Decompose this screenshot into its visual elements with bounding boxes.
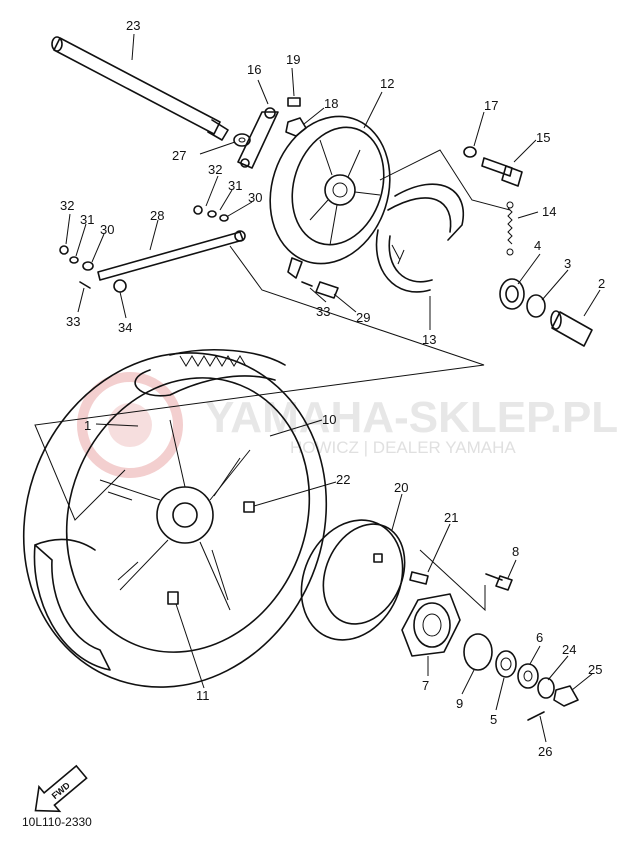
group-outline-hub (419, 549, 486, 612)
callout-5: 5 (490, 712, 497, 727)
part-washer-24 (537, 677, 555, 699)
part-axle (51, 36, 229, 141)
part-oring (463, 633, 493, 671)
group-outline-camshaft (379, 149, 511, 211)
part-nut-18 (285, 117, 307, 137)
callout-34: 34 (118, 320, 132, 335)
callout-26: 26 (538, 744, 552, 759)
callout-9: 9 (456, 696, 463, 711)
part-fastener-set-left (59, 245, 94, 289)
part-brake-shoe-plate (269, 115, 391, 279)
watermark-logo (77, 372, 183, 478)
callout-30-upper: 30 (248, 190, 262, 205)
leader-lines (65, 33, 601, 743)
part-brake-rod (97, 230, 246, 281)
part-collar-2 (550, 310, 593, 347)
part-hub-clutch (401, 593, 461, 657)
callout-11: 11 (196, 688, 210, 703)
part-camshaft-lever (237, 107, 279, 169)
diagram-code: 10L110-2330 (22, 815, 92, 829)
part-bearing-4 (499, 278, 525, 310)
part-fastener-set-upper (193, 205, 229, 222)
part-bolt-8 (485, 573, 513, 591)
callout-7: 7 (422, 678, 429, 693)
callout-32-lower: 32 (60, 198, 74, 213)
watermark-main-text: YAMAHA-SKLEP.PL (205, 393, 618, 442)
watermark: YAMAHA-SKLEP.PL HOWICZ | DEALER YAMAHA (77, 372, 618, 478)
callout-10: 10 (322, 412, 336, 427)
callout-12: 12 (380, 76, 394, 91)
callout-25: 25 (588, 662, 602, 677)
callout-23: 23 (126, 18, 140, 33)
part-cotter-pin-26 (527, 711, 545, 721)
callout-24: 24 (562, 642, 576, 657)
part-spring (506, 201, 514, 256)
part-cotter-pin-33 (301, 281, 313, 287)
callout-33-left: 33 (66, 314, 80, 329)
watermark-sub-text: HOWICZ | DEALER YAMAHA (290, 438, 516, 457)
callout-22: 22 (336, 472, 350, 487)
callout-8: 8 (512, 544, 519, 559)
callout-30-lower: 30 (100, 222, 114, 237)
part-wheel (22, 349, 328, 688)
callout-27: 27 (172, 148, 186, 163)
part-adjust-nut-29 (315, 281, 339, 299)
callout-16: 16 (247, 62, 261, 77)
forward-arrow-icon: FWD (34, 764, 88, 813)
callout-4: 4 (534, 238, 541, 253)
callout-31-upper: 31 (228, 178, 242, 193)
callout-17: 17 (484, 98, 498, 113)
callout-1: 1 (84, 418, 91, 433)
part-rod-pin-34 (113, 279, 127, 293)
part-brake-shoe-kit (375, 183, 465, 293)
part-valve (167, 591, 179, 605)
part-camshaft (481, 157, 523, 187)
part-circlip-3 (526, 294, 546, 318)
callout-19: 19 (286, 52, 300, 67)
part-brake-drum-cover (300, 519, 406, 641)
callout-29: 29 (356, 310, 370, 325)
part-bolt-19 (287, 97, 301, 107)
callout-2: 2 (598, 276, 605, 291)
part-nut-25 (553, 685, 579, 707)
callout-21: 21 (444, 510, 458, 525)
callouts: 23 27 16 19 18 12 17 15 14 4 3 2 13 32 3… (60, 18, 605, 759)
callout-3: 3 (564, 256, 571, 271)
part-bearing-5 (495, 650, 517, 678)
callout-6: 6 (536, 630, 543, 645)
callout-28: 28 (150, 208, 164, 223)
callout-14: 14 (542, 204, 556, 219)
callout-31-lower: 31 (80, 212, 94, 227)
callout-15: 15 (536, 130, 550, 145)
callout-18: 18 (324, 96, 338, 111)
part-oil-seal-6 (517, 663, 539, 689)
part-washer-27 (233, 133, 251, 147)
part-washer-17 (463, 146, 477, 158)
callout-33-right: 33 (316, 304, 330, 319)
callout-20: 20 (394, 480, 408, 495)
part-bolt-21 (409, 571, 429, 585)
callout-13: 13 (422, 332, 436, 347)
callout-32-upper: 32 (208, 162, 222, 177)
